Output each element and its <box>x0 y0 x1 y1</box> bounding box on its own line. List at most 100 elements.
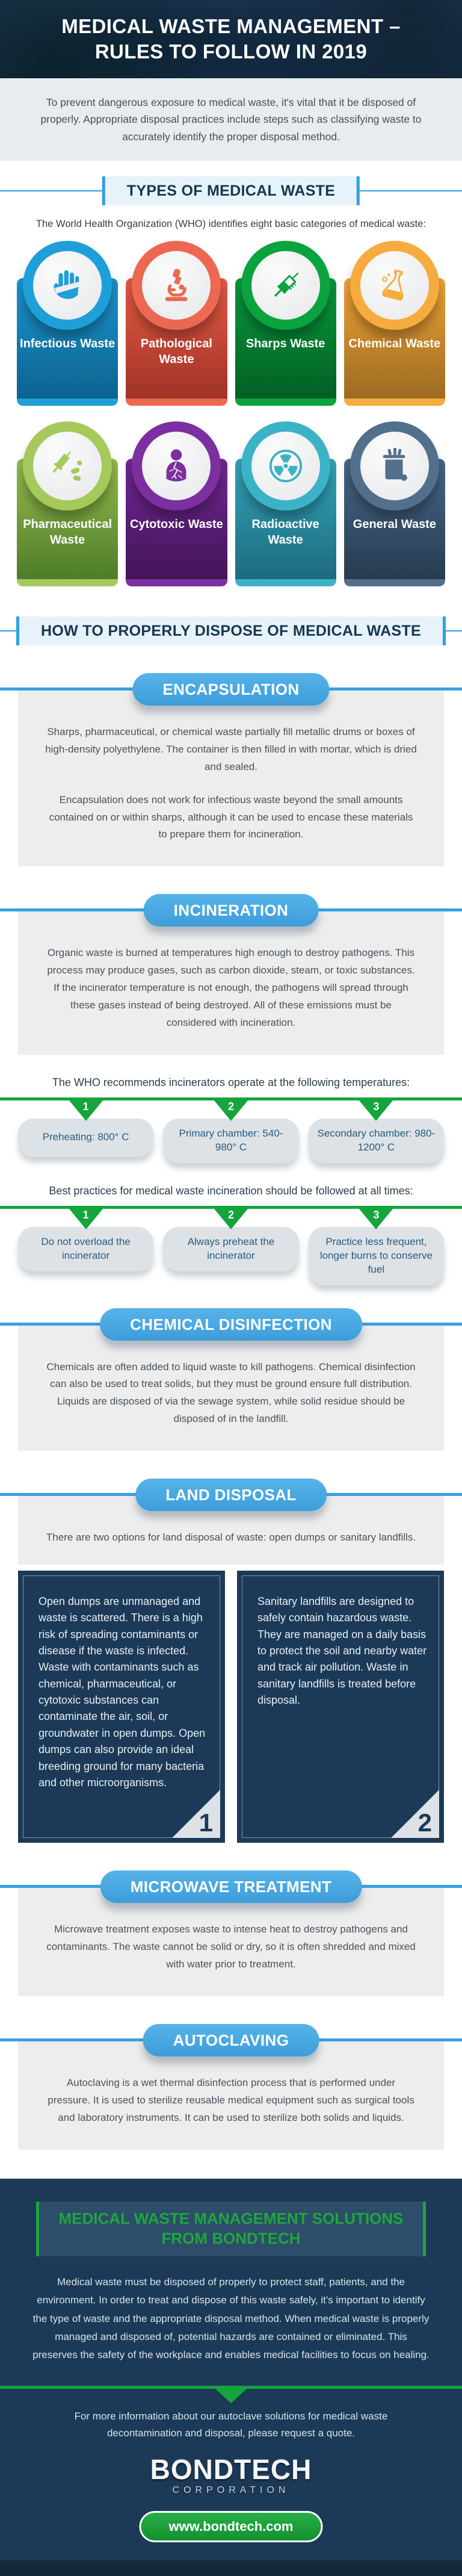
broken-person-icon <box>166 449 186 482</box>
method-paragraph: Sharps, pharmaceutical, or chemical wast… <box>45 726 417 772</box>
method-paragraph: Organic waste is burned at temperatures … <box>47 947 415 1028</box>
method-title-pill: AUTOCLAVING <box>143 2023 319 2056</box>
corner-triangle <box>172 1790 220 1839</box>
land-option-sanitary-landfills: Sanitary landfills are designed to safel… <box>237 1570 444 1843</box>
method-title-pill: MICROWAVE TREATMENT <box>100 1870 362 1904</box>
hero-banner: MEDICAL WASTE MANAGEMENT – RULES TO FOLL… <box>0 0 462 78</box>
method-autoclaving: AUTOCLAVING Autoclaving is a wet thermal… <box>0 2023 462 2150</box>
temp-step-pill: Primary chamber: 540-980° C <box>163 1118 299 1163</box>
practice-step-pill: Always preheat the incinerator <box>163 1226 299 1271</box>
method-body: Sharps, pharmaceutical, or chemical wast… <box>18 687 444 867</box>
footer-divider <box>0 2386 462 2404</box>
method-title-pill: CHEMICAL DISINFECTION <box>100 1308 362 1341</box>
practice-step-1: 1 Do not overload the incinerator <box>18 1208 154 1285</box>
syringe-icon <box>274 272 299 297</box>
step-number-marker: 2 <box>214 1100 248 1121</box>
land-option-text: Sanitary landfills are designed to safel… <box>257 1595 427 1707</box>
dispose-heading-row: HOW TO PROPERLY DISPOSE OF MEDICAL WASTE <box>0 616 462 646</box>
temps-lead-text: The WHO recommends incinerators operate … <box>52 1076 410 1088</box>
practice-step-pill: Practice less frequent, longer burns to … <box>308 1226 444 1285</box>
waste-card-label: Pharmaceutical Waste <box>23 518 112 547</box>
method-body: Organic waste is burned at temperatures … <box>18 908 444 1055</box>
types-lead-text: The World Health Organization (WHO) iden… <box>35 219 427 230</box>
corner-triangle <box>391 1790 439 1839</box>
waste-type-cards-row-2: Pharmaceutical Waste Cytotoxic Waste <box>0 421 462 587</box>
intro-paragraph: To prevent dangerous exposure to medical… <box>0 78 462 161</box>
temp-step-2: 2 Primary chamber: 540-980° C <box>163 1100 299 1163</box>
dispose-section-heading: HOW TO PROPERLY DISPOSE OF MEDICAL WASTE <box>16 616 446 646</box>
step-number-marker: 3 <box>359 1208 393 1229</box>
step-number-marker: 1 <box>69 1100 103 1121</box>
land-disposal-options: Open dumps are unmanaged and waste is sc… <box>18 1570 444 1843</box>
incineration-best-practices: Best practices for medical waste inciner… <box>0 1185 462 1285</box>
temp-step-3: 3 Secondary chamber: 980-1200° C <box>308 1100 444 1163</box>
footer: MEDICAL WASTE MANAGEMENT SOLUTIONS FROM … <box>0 2178 462 2576</box>
step-number-marker: 2 <box>214 1208 248 1229</box>
step-number-marker: 3 <box>359 1100 393 1121</box>
incinerator-temperatures: The WHO recommends incinerators operate … <box>0 1076 462 1163</box>
bondtech-logo: BONDTECH CORPORATION <box>0 2456 462 2495</box>
method-paragraph: Chemicals are often added to liquid wast… <box>46 1361 416 1425</box>
waste-card-label: Infectious Waste <box>20 337 116 351</box>
waste-card-general: General Waste <box>343 421 445 587</box>
waste-card-label: Radioactive Waste <box>251 518 319 547</box>
footer-paragraph: Medical waste must be disposed of proper… <box>32 2276 430 2361</box>
waste-card-sharps: Sharps Waste <box>235 241 336 406</box>
method-paragraph: Encapsulation does not work for infectio… <box>49 793 413 840</box>
practice-step-2: 2 Always preheat the incinerator <box>163 1208 299 1285</box>
down-triangle-icon <box>215 2389 247 2404</box>
syringe-pills-icon <box>52 451 82 481</box>
footer-heading: MEDICAL WASTE MANAGEMENT SOLUTIONS FROM … <box>36 2201 426 2257</box>
types-section-heading: TYPES OF MEDICAL WASTE <box>102 176 360 206</box>
method-body: Microwave treatment exposes waste to int… <box>18 1885 444 1996</box>
waste-card-label: Cytotoxic Waste <box>129 518 223 532</box>
temp-step-pill: Secondary chamber: 980-1200° C <box>308 1118 444 1163</box>
method-chemical-disinfection: CHEMICAL DISINFECTION Chemicals are ofte… <box>0 1308 462 1451</box>
method-title-pill: ENCAPSULATION <box>132 673 330 706</box>
step-number-marker: 1 <box>69 1208 103 1229</box>
logo-wordmark: BONDTECH <box>150 2453 312 2485</box>
waste-type-cards-row-1: Infectious Waste Pathological Waste <box>0 241 462 406</box>
method-body: Chemicals are often added to liquid wast… <box>18 1322 444 1451</box>
method-title-pill: INCINERATION <box>143 894 319 927</box>
footer-bottom-strip <box>0 2560 462 2576</box>
method-paragraph: Autoclaving is a wet thermal disinfectio… <box>48 2076 414 2123</box>
waste-card-pharmaceutical: Pharmaceutical Waste <box>17 421 119 587</box>
land-option-number: 1 <box>199 1808 213 1837</box>
waste-card-chemical: Chemical Waste <box>343 241 445 406</box>
waste-card-infectious: Infectious Waste <box>17 241 119 406</box>
land-option-text: Open dumps are unmanaged and waste is sc… <box>38 1595 206 1789</box>
method-incineration: INCINERATION Organic waste is burned at … <box>0 894 462 1055</box>
waste-card-label: Sharps Waste <box>245 337 325 351</box>
land-option-open-dumps: Open dumps are unmanaged and waste is sc… <box>18 1570 225 1843</box>
radiation-icon <box>269 449 302 483</box>
method-microwave-treatment: MICROWAVE TREATMENT Microwave treatment … <box>0 1870 462 1996</box>
green-divider-line <box>0 1097 462 1100</box>
types-heading-row: TYPES OF MEDICAL WASTE <box>0 176 462 206</box>
microscope-icon <box>165 268 188 302</box>
temp-step-1: 1 Preheating: 800° C <box>18 1100 154 1163</box>
waste-card-cytotoxic: Cytotoxic Waste <box>126 421 227 587</box>
waste-card-radioactive: Radioactive Waste <box>235 421 336 587</box>
practice-step-3: 3 Practice less frequent, longer burns t… <box>308 1208 444 1285</box>
green-divider-line <box>0 1205 462 1209</box>
method-paragraph: Microwave treatment exposes waste to int… <box>46 1923 416 1970</box>
method-encapsulation: ENCAPSULATION Sharps, pharmaceutical, or… <box>0 673 462 867</box>
land-option-number: 2 <box>417 1808 432 1837</box>
trash-bin-icon <box>383 448 407 481</box>
practice-step-pill: Do not overload the incinerator <box>18 1226 154 1271</box>
bandaged-hand-icon <box>54 270 81 299</box>
website-link-button[interactable]: www.bondtech.com <box>139 2510 323 2542</box>
temp-step-pill: Preheating: 800° C <box>18 1118 154 1157</box>
method-title-pill: LAND DISPOSAL <box>135 1479 327 1512</box>
footer-cta-text: For more information about our autoclave… <box>74 2410 388 2439</box>
page-title-line2: RULES TO FOLLOW IN 2019 <box>94 40 368 63</box>
method-land-disposal: LAND DISPOSAL There are two options for … <box>0 1479 462 1843</box>
land-lead-text: There are two options for land disposal … <box>46 1532 416 1544</box>
waste-card-label: General Waste <box>353 518 436 532</box>
waste-card-pathological: Pathological Waste <box>126 241 227 406</box>
website-button-row: www.bondtech.com <box>0 2510 462 2545</box>
logo-subtitle: CORPORATION <box>172 2484 290 2495</box>
page-title-line1: MEDICAL WASTE MANAGEMENT – <box>61 14 401 37</box>
